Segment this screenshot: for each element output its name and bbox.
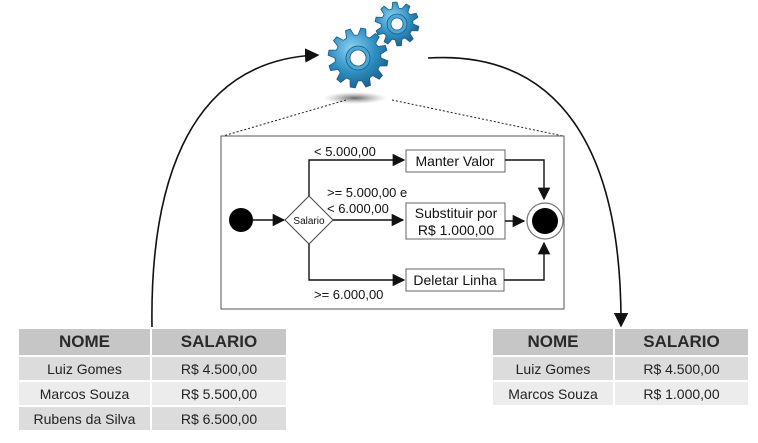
start-node — [229, 208, 253, 232]
table-row: Marcos Souza R$ 1.000,00 — [493, 382, 748, 405]
cell-salary: R$ 6.500,00 — [152, 407, 286, 430]
end-node — [532, 208, 558, 234]
edge-middle-label-line2: < 6.000,00 — [327, 201, 389, 216]
cell-name: Luiz Gomes — [493, 357, 613, 380]
gears-shadow — [323, 92, 387, 104]
cell-salary: R$ 5.500,00 — [152, 382, 286, 405]
detail-frame — [220, 135, 565, 310]
small-gear-icon — [374, 1, 420, 47]
action-replace-label-line1: Substituir por — [415, 205, 498, 221]
action-keep-box — [405, 149, 506, 173]
table-row: Marcos Souza R$ 5.500,00 — [19, 382, 286, 405]
edge-bottom — [308, 244, 406, 287]
edge-top — [308, 153, 406, 196]
input-table: NOME SALARIO Luiz Gomes R$ 4.500,00 Marc… — [17, 327, 288, 432]
edge-top-label: < 5.000,00 — [314, 144, 376, 159]
cell-salary: R$ 4.500,00 — [615, 357, 748, 380]
table-header-row: NOME SALARIO — [19, 329, 286, 355]
column-header-nome: NOME — [493, 329, 613, 355]
output-curve-arrow — [427, 56, 629, 328]
action-replace-label-line2: R$ 1.000,00 — [418, 222, 494, 238]
column-header-nome: NOME — [19, 329, 150, 355]
gear-hole — [349, 49, 367, 67]
cell-name: Marcos Souza — [19, 382, 150, 405]
zoom-line-right — [391, 99, 564, 137]
output-table: NOME SALARIO Luiz Gomes R$ 4.500,00 Marc… — [491, 327, 750, 407]
cell-salary: R$ 1.000,00 — [615, 382, 748, 405]
input-curve-arrow — [151, 48, 320, 329]
cell-name: Marcos Souza — [493, 382, 613, 405]
keep-to-end-arrow — [505, 159, 551, 201]
large-gear-icon — [327, 27, 389, 89]
action-delete-label: Deletar Linha — [413, 272, 496, 288]
gears-icon — [323, 1, 420, 104]
table-row: Luiz Gomes R$ 4.500,00 — [493, 357, 748, 380]
delete-to-end-arrow — [504, 241, 551, 281]
column-header-salario: SALARIO — [152, 329, 286, 355]
edge-middle-label-line1: >= 5.000,00 e — [327, 185, 407, 200]
action-keep-label: Manter Valor — [415, 153, 494, 169]
cell-name: Rubens da Silva — [19, 407, 150, 430]
edge-bottom-label: >= 6.000,00 — [314, 287, 383, 302]
cell-name: Luiz Gomes — [19, 357, 150, 380]
cell-salary: R$ 4.500,00 — [152, 357, 286, 380]
decision-label: Salario — [293, 216, 325, 227]
column-header-salario: SALARIO — [615, 329, 748, 355]
zoom-line-left — [222, 99, 347, 137]
table-header-row: NOME SALARIO — [493, 329, 748, 355]
gear-hole — [390, 17, 404, 31]
table-row: Rubens da Silva R$ 6.500,00 — [19, 407, 286, 430]
table-row: Luiz Gomes R$ 4.500,00 — [19, 357, 286, 380]
